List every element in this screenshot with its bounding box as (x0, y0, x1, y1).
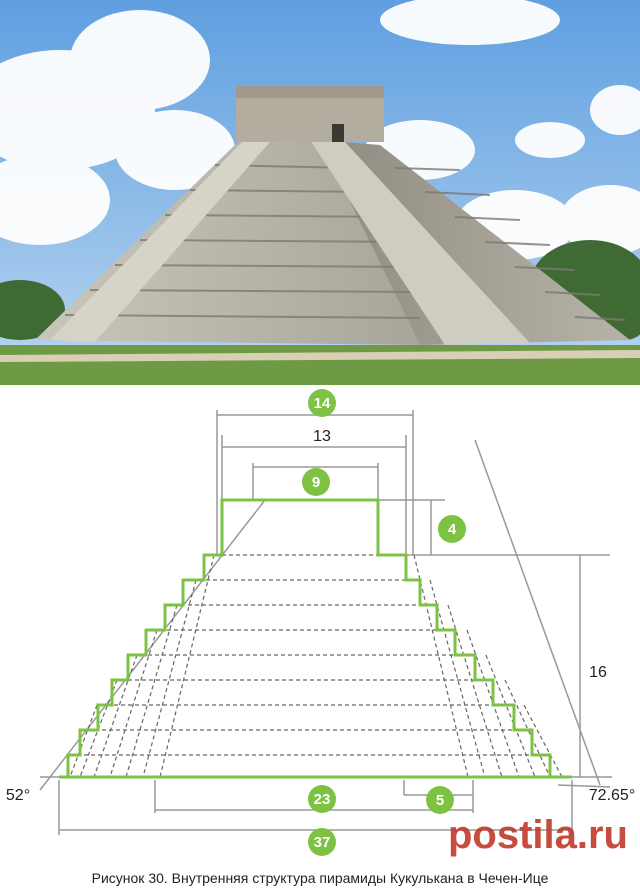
temple-roof (236, 86, 384, 98)
clouds (0, 0, 640, 260)
badge-top-width-text: 14 (314, 395, 331, 412)
top-platform-label: 13 (313, 428, 331, 445)
pyramid-left-staircase (50, 142, 270, 342)
pyramid-outline (59, 498, 572, 779)
temple-door (332, 124, 344, 142)
pyramid-structure-diagram: 14 13 9 4 16 52° 72.65° 23 5 37 (6, 389, 635, 856)
inner-dashed-terraces (69, 554, 563, 778)
height-label: 16 (589, 664, 607, 681)
left-angle-label: 52° (6, 787, 30, 804)
temple (236, 92, 384, 142)
badge-temple-width-text: 9 (312, 474, 320, 491)
figure-caption: Рисунок 30. Внутренняя структура пирамид… (91, 870, 549, 886)
pyramid-photo (0, 0, 640, 385)
ground-path (0, 350, 640, 362)
badge-temple-height-text: 4 (448, 521, 457, 538)
badge-step-offset: 5 (426, 786, 454, 814)
badge-base-inner-text: 23 (314, 791, 331, 808)
pyramid-staircase (310, 140, 530, 345)
pyramid-right-face (320, 140, 630, 345)
badge-temple-height: 4 (438, 515, 466, 543)
badge-step-offset-text: 5 (436, 792, 444, 809)
badge-base-total-text: 37 (314, 834, 331, 851)
badge-base-inner: 23 (308, 785, 336, 813)
badge-top-width: 14 (308, 389, 336, 417)
trees (0, 240, 640, 340)
watermark-text: postila.ru (448, 813, 628, 857)
watermark: postila.ru (448, 813, 628, 857)
badge-temple-width: 9 (302, 468, 330, 496)
right-angle-label: 72.65° (589, 787, 635, 804)
badge-base-total: 37 (308, 828, 336, 856)
